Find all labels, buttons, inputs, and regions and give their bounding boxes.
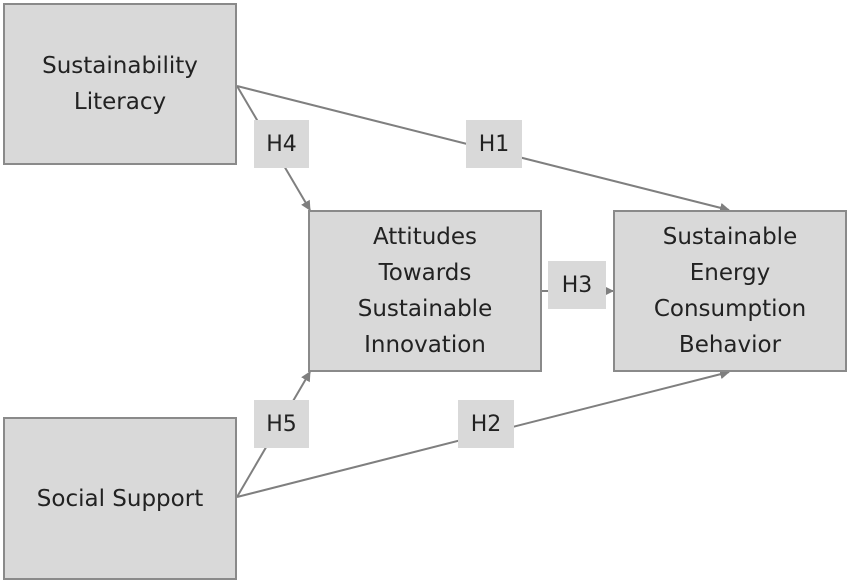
hypothesis-label-h1: H1 xyxy=(466,120,522,168)
node-sustainable-energy-consumption-behavior: Sustainable Energy Consumption Behavior xyxy=(613,210,847,372)
hypothesis-label-h4: H4 xyxy=(254,120,309,168)
hypothesis-label-h2: H2 xyxy=(458,400,514,448)
hypothesis-label-h3: H3 xyxy=(548,261,606,309)
node-sustainability-literacy: Sustainability Literacy xyxy=(3,3,237,165)
hypothesis-label-h5: H5 xyxy=(254,400,309,448)
node-social-support: Social Support xyxy=(3,417,237,580)
node-attitudes-towards-sustainable-innovation: Attitudes Towards Sustainable Innovation xyxy=(308,210,542,372)
